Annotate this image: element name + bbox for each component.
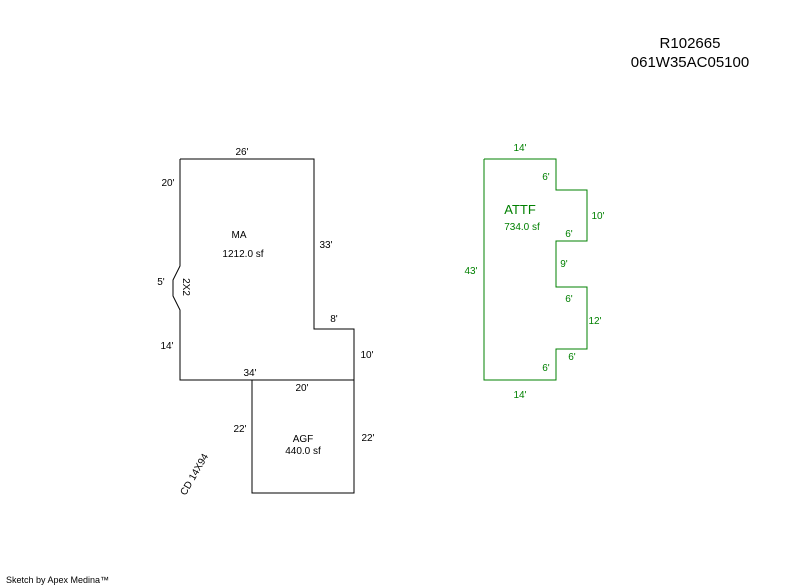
main-dim-bottom: 34'	[243, 368, 256, 379]
main-dim-left-lower: 14'	[160, 341, 173, 352]
main-dim-step: 8'	[330, 314, 338, 325]
attic-dim-4: 9'	[560, 259, 568, 270]
main-area-outline	[172, 158, 355, 381]
attic-dim-5: 6'	[565, 294, 573, 305]
garage-size: 440.0 sf	[285, 446, 321, 457]
garage-name: AGF	[293, 434, 314, 445]
attic-dim-7: 6'	[568, 352, 576, 363]
main-dim-left-upper: 20'	[161, 178, 174, 189]
attic-size: 734.0 sf	[504, 222, 540, 233]
garage-dim-left: 22'	[233, 424, 246, 435]
main-dim-top: 26'	[235, 147, 248, 158]
main-dim-right: 33'	[319, 240, 332, 251]
map-id: 061W35AC05100	[631, 54, 749, 71]
notch-label: 2X2	[180, 278, 191, 296]
footer-credit: Sketch by Apex Medina™	[6, 575, 109, 585]
main-dim-jog: 5'	[157, 277, 165, 288]
attic-dim-6: 12'	[588, 316, 601, 327]
attic-dim-1: 6'	[542, 172, 550, 183]
attic-dim-8: 6'	[542, 363, 550, 374]
attic-name: ATTF	[504, 202, 536, 217]
main-area-size: 1212.0 sf	[222, 249, 263, 260]
garage-dim-right: 22'	[361, 433, 374, 444]
main-dim-right-lower: 10'	[360, 350, 373, 361]
attic-dim-top: 14'	[513, 143, 526, 154]
attic-dim-2: 10'	[591, 211, 604, 222]
attic-dim-bottom: 14'	[513, 390, 526, 401]
main-area-name: MA	[232, 230, 247, 241]
attic-outline	[483, 158, 588, 381]
garage-dim-top: 20'	[295, 383, 308, 394]
account-number: R102665	[660, 35, 721, 52]
attic-dim-left: 43'	[464, 266, 477, 277]
attic-dim-3: 6'	[565, 229, 573, 240]
garage-outline	[251, 379, 355, 494]
deck-note: CD 14X94	[179, 452, 212, 498]
